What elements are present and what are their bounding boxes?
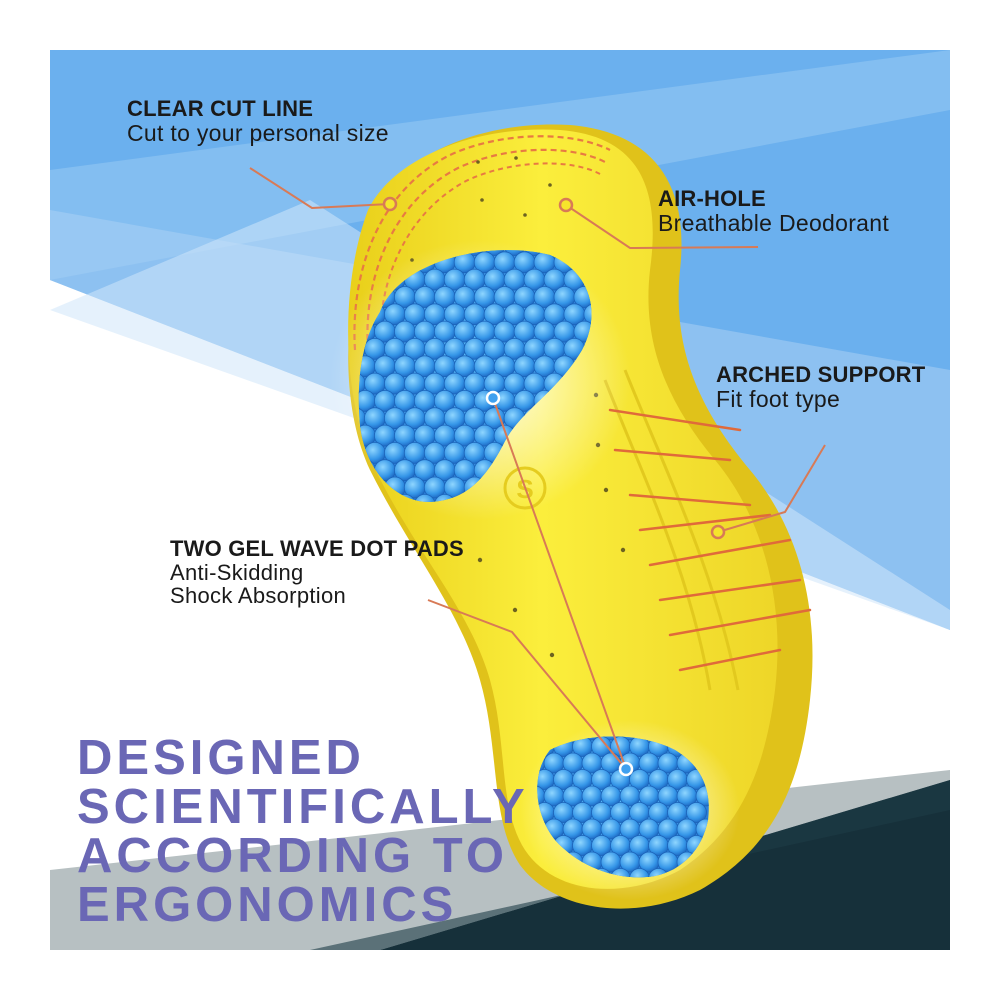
callout-gel-pads-subtitle-1: Anti-Skidding — [170, 560, 304, 586]
callout-air-hole-title: AIR-HOLE — [658, 186, 766, 211]
forefoot-dot-pattern — [358, 250, 592, 502]
callout-gel-pads: TWO GEL WAVE DOT PADS Anti-Skidding Shoc… — [170, 536, 464, 607]
headline-line-4: ERGONOMICS — [77, 878, 458, 932]
callout-air-hole-subtitle: Breathable Deodorant — [658, 210, 890, 237]
headline-line-3: ACCORDING TO — [77, 829, 508, 883]
callout-markers — [382, 196, 726, 540]
callout-arch-support: ARCHED SUPPORT Fit foot type — [716, 362, 925, 413]
callout-gel-pads-title: TWO GEL WAVE DOT PADS — [170, 536, 464, 561]
callout-cut-line-title: CLEAR CUT LINE — [127, 96, 314, 121]
insole-illustration: S — [50, 50, 950, 950]
product-image-panel: S CLEAR CUT — [50, 50, 950, 950]
callout-cut-line: CLEAR CUT LINE Cut to your personal size — [127, 96, 389, 147]
callout-arch-support-title: ARCHED SUPPORT — [716, 362, 926, 387]
callout-air-hole: AIR-HOLE Breathable Deodorant — [658, 186, 889, 237]
logo-icon — [503, 466, 547, 510]
callout-cut-line-subtitle: Cut to your personal size — [127, 120, 389, 147]
headline: DESIGNED SCIENTIFICALLY ACCORDING TO ERG… — [77, 734, 529, 930]
callout-arch-support-subtitle: Fit foot type — [716, 386, 841, 413]
headline-line-2: SCIENTIFICALLY — [77, 780, 529, 834]
motion-lines — [608, 408, 812, 672]
callout-gel-pads-subtitle-2: Shock Absorption — [170, 583, 347, 609]
leader-lines — [249, 167, 826, 770]
headline-line-1: DESIGNED — [77, 731, 365, 785]
